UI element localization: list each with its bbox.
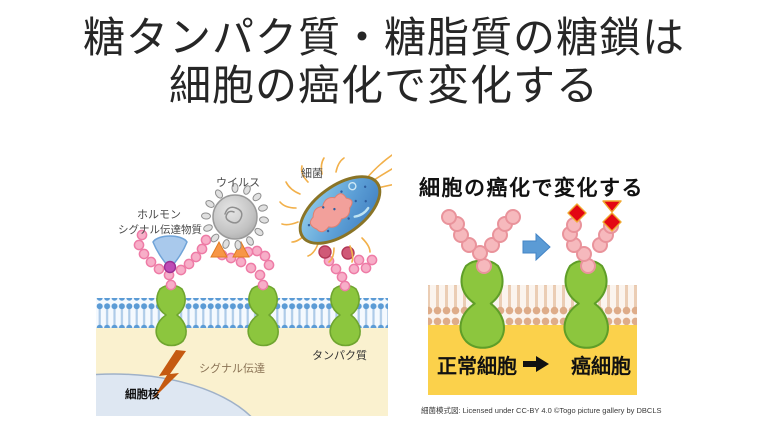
membrane-protein-graphic (459, 259, 609, 349)
signal-transduction-label: シグナル伝達 (199, 363, 265, 375)
bacteria-binding-beads (318, 245, 355, 260)
hormone-label: ホルモン (137, 209, 181, 221)
membrane-protein-graphic (155, 284, 361, 347)
attribution-text: 細菌模式図: Licensed under CC-BY 4.0 ©Togo pi… (421, 406, 662, 415)
right-diagram-heading: 細胞の癌化で変化する (419, 177, 644, 200)
hormone-receptor-graphic (152, 235, 188, 270)
bacteria-label: 細菌 (301, 168, 323, 180)
left-cell-diagram (96, 154, 392, 416)
signal-substance-label: シグナル伝達物質 (118, 224, 202, 236)
red-diamond-marker (567, 200, 622, 232)
normal-cell-label: 正常細胞 (437, 356, 517, 378)
right-cancer-diagram (428, 200, 637, 395)
hormone-ligand-bead (163, 260, 177, 274)
nucleus-graphic (96, 373, 252, 416)
blue-transition-arrow (522, 232, 551, 262)
virus-label: ウイルス (216, 177, 260, 189)
right-arrow-icon (523, 356, 549, 372)
nucleus-label: 細胞核 (125, 389, 160, 401)
bacterium-graphic (279, 154, 392, 263)
lightning-bolt-icon (153, 350, 186, 399)
slide-title: 糖タンパク質・糖脂質の糖鎖は 細胞の癌化で変化する (0, 14, 768, 111)
protein-label: タンパク質 (312, 350, 367, 362)
glycan-normal (441, 209, 521, 274)
glycan-chain-bacteria (323, 254, 378, 292)
virus-attachment-triangles (210, 240, 250, 258)
glycan-chain-hormone (133, 229, 212, 291)
virus-graphic (201, 183, 269, 250)
glycan-cancer (562, 217, 619, 274)
slide-title-line1: 糖タンパク質・糖脂質の糖鎖は (82, 14, 685, 61)
slide-title-line2: 細胞の癌化で変化する (168, 62, 599, 110)
cancer-cell-label: 癌細胞 (571, 356, 631, 378)
